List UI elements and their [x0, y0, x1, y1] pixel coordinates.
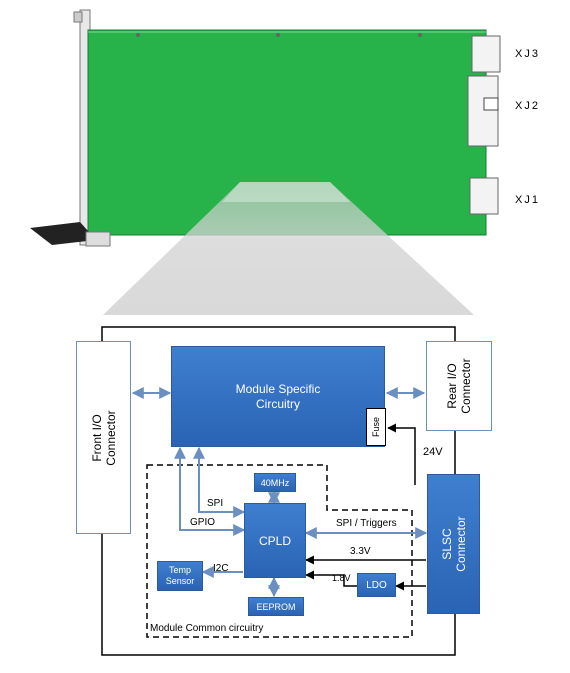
gpio-link — [174, 446, 246, 536]
ldo: LDO — [357, 573, 396, 597]
panel-tab — [73, 11, 83, 23]
power-1v8-line — [305, 570, 357, 587]
oscillator-40mhz: 40MHz — [254, 473, 296, 492]
fuse-label: Fuse — [371, 417, 381, 438]
front-io-label: Front I/O Connector — [89, 409, 118, 466]
voltage-1v8-label: 1.8V — [332, 573, 351, 583]
voltage-3v3-label: 3.3V — [350, 546, 371, 557]
spi-label: SPI — [207, 498, 224, 509]
gpio-label: GPIO — [190, 517, 216, 528]
connector-xj2 — [467, 75, 499, 147]
zoom-beam — [103, 182, 474, 315]
connector-xj3 — [471, 35, 501, 73]
connector-xj2-latch — [483, 97, 499, 111]
connector-label-xj3: XJ3 — [515, 48, 540, 60]
eeprom: EEPROM — [248, 597, 304, 616]
temp-sensor: Temp Sensor — [157, 561, 203, 591]
ejector-handle — [30, 222, 96, 245]
common-circuitry-region — [146, 464, 413, 638]
slsc-label: SLSC Connector — [439, 516, 468, 572]
power-24v-line — [387, 423, 416, 485]
common-circuitry-label: Module Common circuitry — [150, 623, 264, 634]
bracket — [85, 231, 111, 247]
zoom-beam-highlight — [222, 182, 350, 202]
cpld: CPLD — [244, 503, 306, 578]
slsc-connector: SLSC Connector — [427, 474, 480, 614]
spi-triggers-label: SPI / Triggers — [336, 518, 397, 529]
rear-io-connector: Rear I/O Connector — [426, 341, 492, 431]
mount-hole — [418, 33, 422, 37]
voltage-24v-label: 24V — [423, 446, 443, 458]
fuse: Fuse — [366, 408, 386, 446]
rear-io-label: Rear I/O Connector — [445, 358, 473, 414]
connector-label-xj1: XJ1 — [515, 194, 540, 206]
mount-hole — [276, 33, 280, 37]
connector-label-xj2: XJ2 — [515, 100, 540, 112]
connector-xj1 — [469, 177, 499, 215]
mount-hole — [136, 33, 140, 37]
front-io-connector: Front I/O Connector — [76, 341, 131, 534]
module-specific-circuitry: Module Specific Circuitry — [171, 346, 385, 447]
i2c-label: I2C — [213, 563, 229, 574]
